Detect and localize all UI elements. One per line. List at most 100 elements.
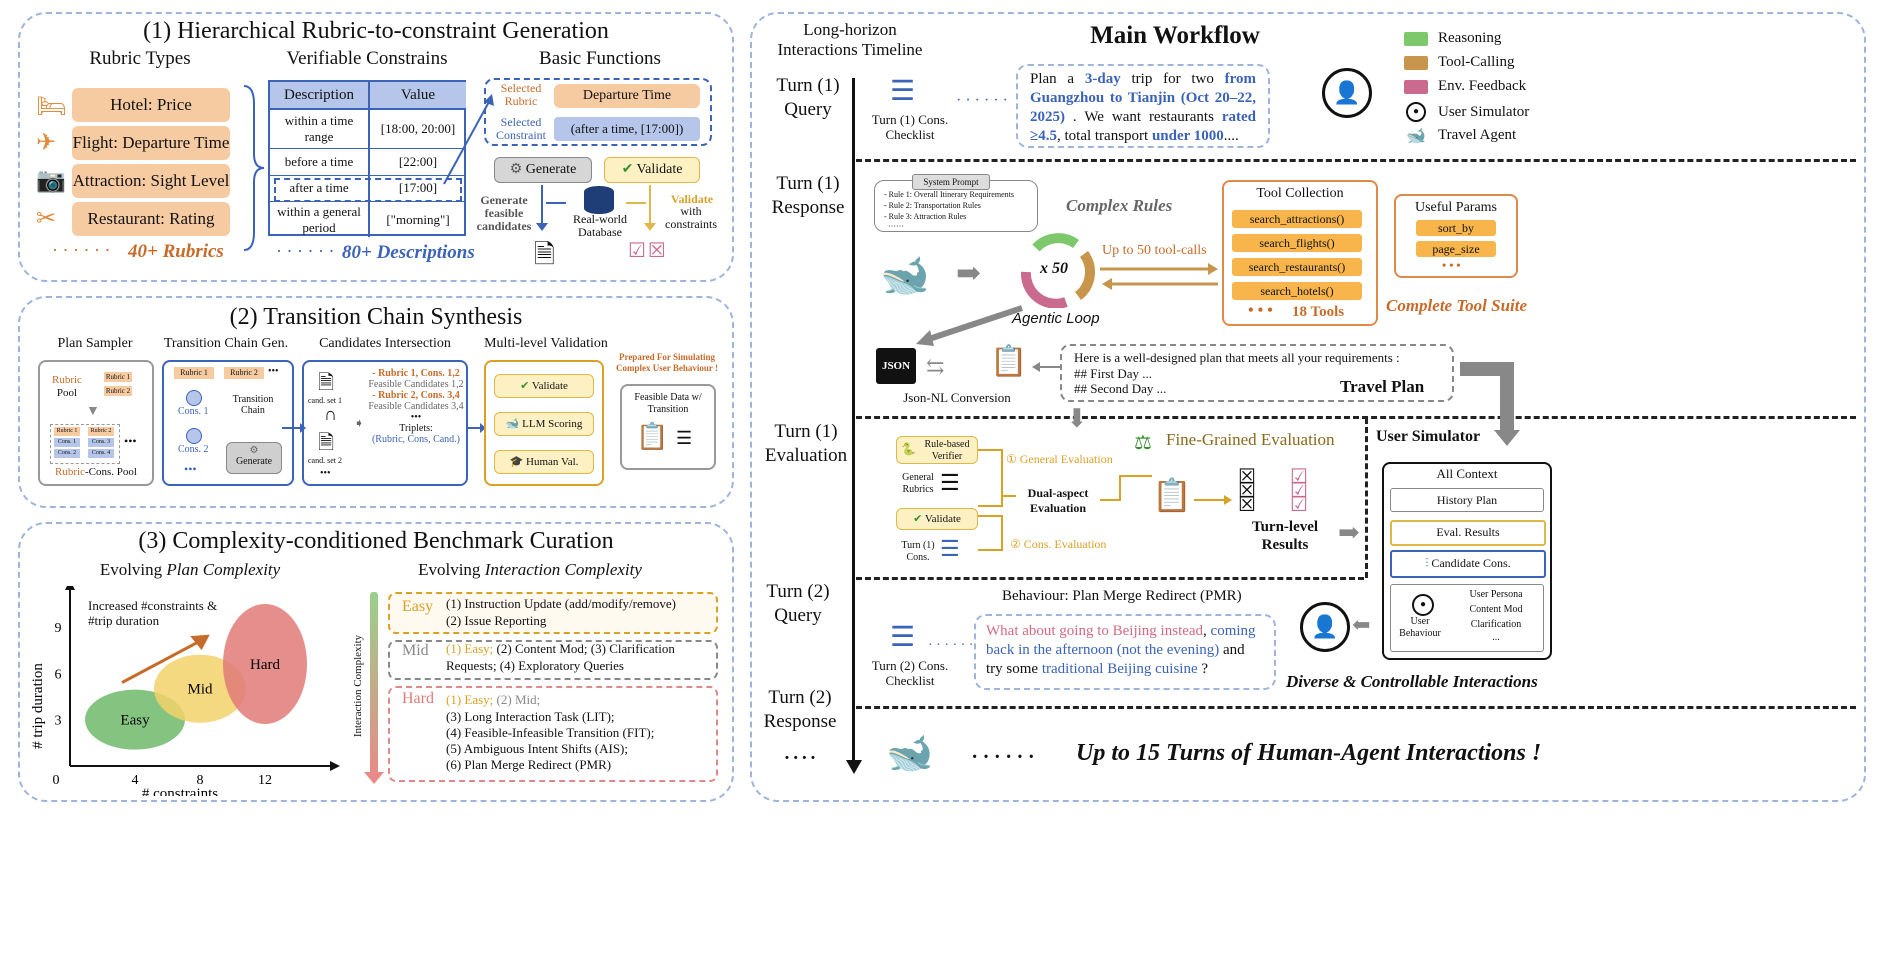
tool-collection-box	[1222, 180, 1378, 326]
up-to-15-label: Up to 15 Turns of Human-Agent Interactio…	[1076, 740, 1542, 766]
graduate-icon: 🎓	[509, 456, 527, 468]
eval-clipboard-icon: 📋	[1152, 477, 1192, 513]
easy-box	[388, 592, 718, 634]
restaurant-icon: ✂	[36, 206, 57, 232]
user-avatar-1: 👤	[1322, 68, 1372, 118]
blob-mid	[154, 654, 246, 723]
pool-grid	[50, 424, 120, 464]
whale-icon: 🐋	[1406, 128, 1426, 145]
desc-more-label: 80+ Descriptions	[342, 242, 475, 263]
selection-box	[484, 78, 712, 146]
check-icon: ✔	[621, 162, 637, 177]
feasible-data-label: Feasible Data w/ Transition	[634, 392, 702, 415]
turn-1-response: Turn (1) Response	[771, 173, 845, 218]
x-tick-label: 12	[258, 773, 272, 788]
trend-arrow	[121, 637, 204, 684]
user-simulator-label: User Simulator	[1376, 428, 1481, 445]
plan-to-user-arrowhead	[1494, 430, 1520, 446]
val-validate: ✔ Validate	[494, 374, 594, 398]
behaviour-item-1: Content Mod	[1469, 604, 1523, 615]
constraints-table: Description Value within a time range [1…	[268, 80, 466, 237]
td-desc-0: within a time range	[270, 110, 370, 149]
separator-2	[856, 416, 1856, 419]
query2-bubble: What about going to Beijing instead, com…	[974, 614, 1276, 690]
hard-line-1: (3) Long Interaction Task (LIT);	[446, 709, 615, 724]
general-eval-label: ① General Evaluation	[1006, 452, 1113, 466]
bottom-dots: ······	[970, 742, 1038, 773]
checklist-1-label: Turn (1) Cons. Checklist	[871, 112, 949, 142]
document-icon: 🗎	[534, 240, 555, 269]
turn-2-query: Turn (2) Query	[766, 581, 830, 626]
clipboard-icon: 📋	[636, 422, 669, 451]
pool-dots: •••	[124, 434, 137, 448]
function-arrows	[536, 185, 656, 231]
selected-constraint-label: Selected Constraint	[496, 115, 546, 142]
tool-1: search_flights()	[1232, 234, 1362, 252]
tool-2: search_restaurants()	[1232, 258, 1362, 276]
turn-ellipsis: ····	[782, 743, 818, 772]
param-0: sort_by	[1416, 220, 1496, 236]
hard-line-0: (1) Easy; (2) Mid;	[446, 692, 541, 707]
plan-to-clipboard-arrow	[1032, 362, 1060, 372]
rule-verifier-button: 🐍Rule-based Verifier	[896, 436, 978, 464]
tc-node1	[186, 390, 202, 406]
dual-aspect-label: Dual-aspect Evaluation	[1027, 486, 1089, 515]
legend-travel-agent: Travel Agent	[1438, 127, 1517, 143]
cand-set1-label: cand. set 1	[308, 396, 342, 405]
plan-to-eval-arrow: ⬇	[1066, 404, 1088, 433]
plan-text-2: ## Second Day ...	[1074, 381, 1167, 396]
validate-label: Validate	[636, 162, 683, 177]
gear-icon: ⚙	[249, 445, 259, 456]
bottom-whale-icon: 🐋	[886, 733, 934, 775]
candidates-intersection-box	[302, 360, 468, 486]
pool-c2: Cons. 2	[54, 449, 80, 458]
param-1: page_size	[1416, 241, 1496, 257]
hard-line-4: (6) Plan Merge Redirect (PMR)	[446, 757, 612, 772]
all-context-label: All Context	[1436, 466, 1498, 481]
pool-c4: Cons. 4	[88, 449, 114, 458]
general-rubrics-label: General Rubrics	[902, 472, 934, 495]
selected-constraint-value: (after a time, [17:00])	[554, 117, 700, 141]
timeline-axis	[852, 78, 855, 764]
rule-3: - Rule 3: Attraction Rules	[884, 212, 967, 221]
tool-3: search_hotels()	[1232, 282, 1362, 300]
ctx-history-plan: History Plan	[1390, 488, 1544, 512]
plan-to-user-arrow-v	[1500, 362, 1514, 432]
blob-label-mid: Mid	[187, 682, 213, 698]
panel2-title: (2) Transition Chain Synthesis	[229, 304, 523, 330]
arrow-to-loop: ➡	[956, 257, 982, 290]
turn1-cons-icon: ☰	[940, 536, 960, 561]
generate-description: Generate feasible candidates	[476, 193, 532, 233]
tc-rubric1: Rubric 1	[174, 367, 214, 379]
tc-generate-label: Generate	[235, 456, 273, 467]
easy-line-1: (2) Issue Reporting	[446, 613, 547, 628]
diverse-label: Diverse & Controllable Interactions	[1286, 672, 1538, 691]
x-tick-label: 8	[197, 773, 204, 788]
user-simulator-box	[1382, 462, 1552, 660]
tc-generate-button[interactable]: ⚙Generate	[226, 442, 282, 474]
validate-button[interactable]: ✔ Validate	[604, 157, 700, 183]
desc-dots: · · · · · ·	[276, 241, 335, 261]
json-icon: JSON	[876, 348, 916, 384]
intersect-symbol: ∩	[324, 404, 337, 424]
tc-dots: •••	[184, 462, 197, 476]
triplets-label: Triplets:	[399, 423, 433, 434]
td-desc-1: before a time	[270, 149, 370, 176]
generate-button[interactable]: ⚙ Generate	[494, 157, 592, 183]
transition-chain-box	[162, 360, 294, 486]
legend-env-swatch	[1404, 80, 1428, 94]
dual-to-clipboard-arrow	[1100, 475, 1152, 501]
turn-1-query: Turn (1) Query	[776, 75, 840, 120]
blob-label-easy: Easy	[120, 713, 150, 729]
rubric-pill-3: Restaurant: Rating	[72, 202, 230, 236]
eval-validate-button: ✔ Validate	[896, 508, 978, 530]
system-prompt-tag: System Prompt	[912, 174, 990, 190]
pool-r1: Rubric 1	[54, 427, 80, 436]
tc-rubric2: Rubric 2	[224, 367, 264, 379]
hdr-multi-level-validation: Multi-level Validation	[484, 336, 608, 351]
plan-text-0: Here is a well-designed plan that meets …	[1074, 350, 1400, 365]
tool-call-arrows	[1100, 263, 1218, 290]
x-tick-label: 0	[53, 773, 60, 788]
